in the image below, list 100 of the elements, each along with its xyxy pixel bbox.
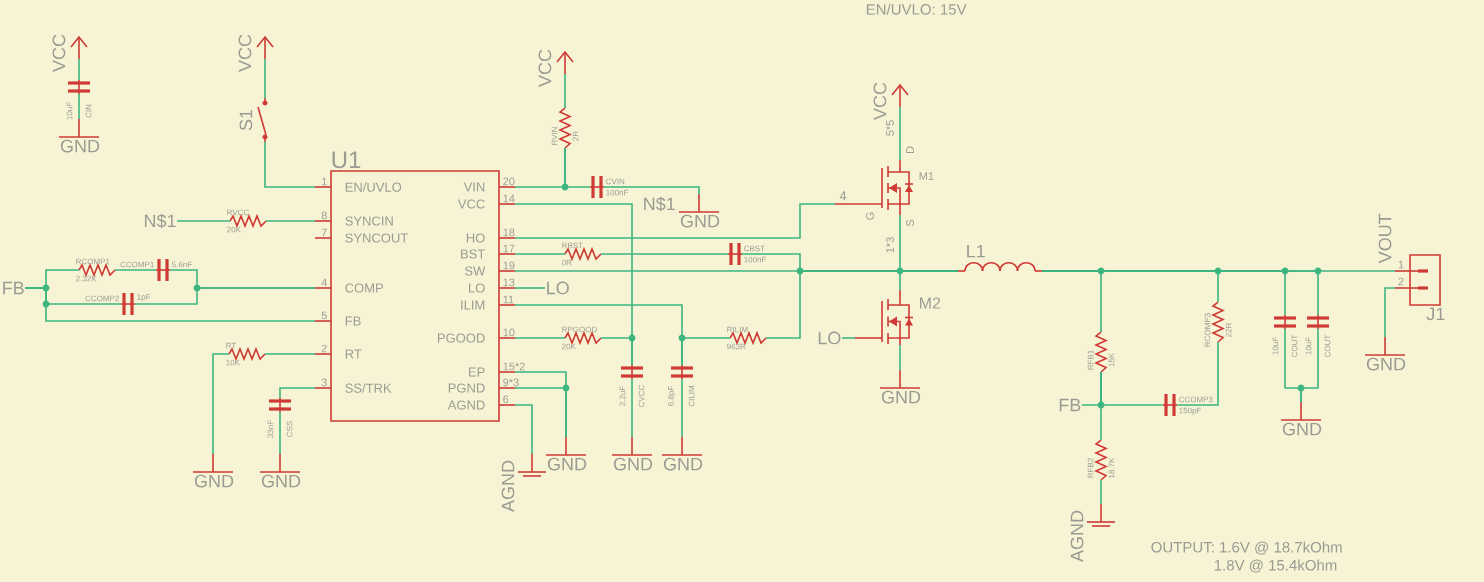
note-text: 1.8V @ 15.4kOhm [1214, 559, 1337, 573]
wire [899, 344, 901, 371]
wire [24, 287, 316, 322]
wire [899, 106, 901, 161]
pin-number: 14 [503, 194, 515, 203]
wire [1100, 371, 1164, 406]
wire [631, 378, 633, 438]
wire [841, 337, 856, 339]
component-label: RVIN [551, 127, 558, 145]
pin-number: 2 [1398, 277, 1404, 286]
pin-number: 8 [321, 211, 327, 220]
pin-number: 7 [321, 228, 327, 237]
component-label: CBST [744, 245, 765, 252]
net-label: FB [1059, 398, 1081, 412]
pin-number: 1 [1398, 260, 1404, 269]
component-label: L1 [967, 244, 985, 258]
net-label: FB [3, 281, 24, 295]
component-label: RVCC [227, 209, 249, 216]
value-label: 2.32K [76, 275, 97, 282]
value-label: 10uF [66, 102, 73, 120]
component-label: CVCC [638, 385, 645, 407]
ground-label: GND [680, 214, 720, 228]
ground-label: AGND [501, 460, 515, 512]
value-label: 20K [227, 226, 241, 233]
ground-label: AGND [1070, 510, 1084, 562]
value-label: 0R [562, 259, 572, 266]
wire [176, 220, 231, 222]
note-text: EN/UVLO: 15V [866, 3, 967, 15]
pin-number: 4 [321, 278, 327, 287]
wire [681, 337, 731, 366]
pin-number: 13 [503, 278, 515, 287]
pin-number: 9*3 [503, 378, 519, 387]
component-label: RBST [562, 242, 583, 249]
component-label: COUT [1291, 334, 1298, 357]
value-label: 22R [1225, 323, 1232, 337]
wire [514, 337, 566, 339]
pin-label: G [866, 212, 874, 220]
pin-number: 20 [503, 177, 515, 186]
net-label: VOUT [1378, 213, 1392, 264]
pin-number: 2 [321, 344, 327, 353]
pin-number: 1*3 [886, 237, 894, 253]
value-label: 2.2uF [619, 386, 626, 406]
ground-label: GND [547, 457, 587, 471]
pin-number: 5*5 [886, 120, 894, 136]
component-label: CILIM [688, 386, 695, 407]
pin-label: S [906, 219, 914, 227]
component-label: RILIM [727, 326, 748, 333]
pin-number: 10 [503, 328, 515, 337]
component-label: RT [226, 342, 237, 349]
pin-number: 1 [322, 177, 327, 186]
ground-label: GND [1282, 422, 1322, 436]
wire [1300, 328, 1319, 403]
wire [564, 147, 591, 188]
wire [279, 387, 316, 399]
pin-number: 4 [839, 191, 847, 201]
component-label: CVIN [606, 178, 625, 185]
net-label: LO [818, 331, 841, 345]
value-label: 20K [562, 343, 576, 350]
wire [264, 141, 316, 188]
wire [1384, 287, 1396, 338]
wire [899, 270, 959, 291]
wire [514, 287, 546, 289]
wire [1176, 341, 1219, 406]
wire [600, 337, 633, 366]
component-label: S1 [239, 109, 253, 131]
value-label: 15K [1108, 353, 1115, 367]
value-label: 5.6nF [172, 261, 192, 268]
value-label: 18.7K [1108, 457, 1115, 478]
wire [514, 203, 836, 239]
value-label: 10uF [1272, 337, 1279, 355]
ground-label: GND [663, 457, 703, 471]
value-label: 10K [226, 359, 240, 366]
note-text: OUTPUT: 1.6V @ 18.7kOhm [1151, 541, 1342, 555]
pin-number: 19 [503, 261, 515, 270]
wire [78, 93, 80, 120]
wire [514, 387, 567, 438]
ground-label: GND [261, 474, 301, 488]
component-label: CCOMP3 [1179, 396, 1213, 403]
pin-number: 18 [503, 228, 515, 237]
part-designator: U1 [332, 151, 361, 169]
pin-number: 11 [503, 295, 514, 304]
component-label: CCOMP1 [120, 261, 154, 268]
value-label: 963R [727, 343, 746, 350]
pin-number: 5 [321, 311, 327, 320]
supply-label: VCC [873, 82, 887, 120]
net-label: N$1 [644, 196, 675, 212]
component-label: CCOMP2 [85, 295, 119, 302]
wire [264, 58, 266, 99]
component-label: RCOMP3 [1204, 313, 1211, 347]
wire [514, 253, 566, 255]
component-label: J1 [1426, 307, 1445, 321]
ground-label: GND [613, 457, 653, 471]
value-label: 1pF [137, 294, 151, 302]
wire [78, 58, 80, 81]
supply-label: VCC [538, 49, 552, 87]
wire [514, 404, 533, 455]
wire [265, 220, 316, 222]
value-label: 100nF [606, 189, 629, 196]
component-label: CIN [85, 104, 92, 118]
component-label: RCOMP1 [76, 258, 110, 265]
